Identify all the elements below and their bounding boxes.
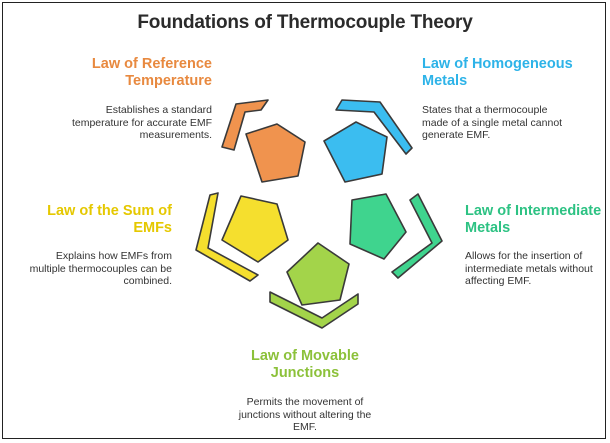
- law-title-homogeneous-metals: Law of Homogeneous Metals: [422, 56, 592, 90]
- law-desc-reference-temperature: Establishes a standard temperature for a…: [62, 104, 212, 142]
- chevron-intermediate-metals: [391, 193, 443, 279]
- pentagon-reference-temperature: [245, 123, 306, 183]
- chevron-movable-junctions: [269, 291, 359, 329]
- law-title-line: Junctions: [270, 365, 340, 381]
- law-title-line: Law of Homogeneous: [422, 56, 573, 72]
- law-desc-line: Establishes a standard: [105, 104, 212, 116]
- law-title-line: Law of Intermediate: [465, 203, 602, 219]
- law-desc-movable-junctions: Permits the movement of junctions withou…: [225, 396, 385, 434]
- pentagon-intermediate-metals: [349, 193, 407, 260]
- law-title-line: Law of Movable: [251, 348, 359, 364]
- law-desc-line: measurements.: [139, 129, 212, 141]
- pentagon-movable-junctions: [286, 242, 350, 306]
- law-title-line: Metals: [422, 73, 468, 89]
- law-title-line: EMFs: [133, 220, 172, 236]
- law-desc-line: made of a single metal cannot: [422, 116, 563, 129]
- law-title-line: Law of Reference: [91, 56, 212, 72]
- law-desc-line: Explains how EMFs from: [55, 250, 172, 262]
- law-title-reference-temperature: Law of Reference Temperature: [62, 56, 212, 90]
- law-desc-line: Permits the movement of: [246, 396, 364, 408]
- law-title-intermediate-metals: Law of Intermediate Metals: [465, 203, 605, 237]
- law-desc-line: States that a thermocouple: [422, 104, 548, 116]
- law-title-movable-junctions: Law of Movable Junctions: [230, 348, 380, 382]
- law-desc-line: generate EMF.: [422, 129, 491, 141]
- chevron-homogeneous-metals: [335, 99, 413, 155]
- law-title-sum-of-emfs: Law of the Sum of EMFs: [22, 203, 172, 237]
- law-desc-line: intermediate metals without: [465, 262, 593, 275]
- law-title-line: Law of the Sum of: [47, 203, 172, 219]
- pentagon-homogeneous-metals: [323, 121, 388, 183]
- law-desc-line: combined.: [123, 275, 172, 287]
- law-desc-line: temperature for accurate EMF: [71, 116, 212, 129]
- page-title: Foundations of Thermocouple Theory: [137, 12, 473, 33]
- diagram-frame: [2, 2, 606, 439]
- law-desc-homogeneous-metals: States that a thermocouple made of a sin…: [422, 104, 592, 142]
- chevron-reference-temperature: [221, 99, 269, 151]
- law-desc-intermediate-metals: Allows for the insertion of intermediate…: [465, 250, 605, 288]
- law-desc-line: multiple thermocouples can be: [29, 262, 172, 275]
- law-desc-sum-of-emfs: Explains how EMFs from multiple thermoco…: [22, 250, 172, 288]
- law-desc-line: Allows for the insertion of: [465, 250, 583, 262]
- law-title-line: Metals: [465, 220, 511, 236]
- law-desc-line: junctions without altering the: [238, 408, 372, 421]
- law-desc-line: EMF.: [293, 421, 317, 433]
- pentagon-sum-of-emfs: [221, 195, 289, 263]
- chevron-sum-of-emfs: [195, 192, 259, 282]
- law-title-line: Temperature: [125, 73, 212, 89]
- law-desc-line: affecting EMF.: [465, 275, 532, 287]
